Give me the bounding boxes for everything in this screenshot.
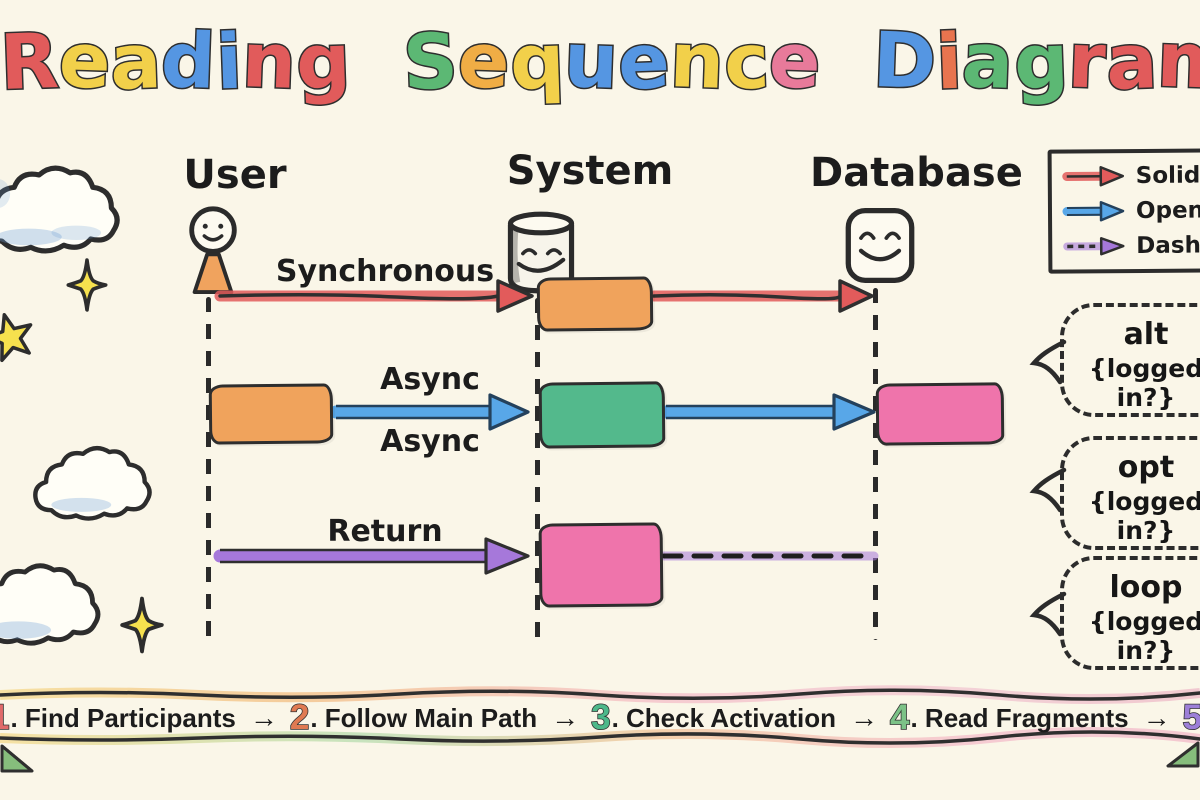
title-letter: m [1154, 13, 1200, 108]
open-arrow-icon [1062, 200, 1125, 222]
title-letter: u [561, 14, 621, 108]
return-arrow-user-to-system [213, 537, 530, 575]
step-text: . Find Participants [10, 702, 236, 733]
fragment-bubble-loop: loop {logged in?} [1060, 556, 1200, 670]
title-letter: g [1011, 15, 1071, 109]
speech-bubble-tail-icon [1029, 339, 1067, 385]
title-letter: g [293, 15, 353, 109]
dashed-arrow-icon [1063, 236, 1125, 256]
step-arrow-separator: → [1142, 702, 1171, 733]
activation-box-database [875, 382, 1005, 446]
step-text: . Follow Main Path [310, 702, 538, 733]
fragment-condition: {logged in?} [1088, 354, 1200, 412]
speech-bubble-tail-icon [1029, 591, 1067, 637]
title-letter: e [766, 14, 824, 108]
title-letter: D [870, 13, 939, 107]
activation-box-user [208, 383, 334, 445]
star-icon [0, 312, 33, 363]
reading-steps-banner: 1. Find Participants → 2. Follow Main Path… [0, 685, 1200, 749]
legend-label-solid: Solid = [1135, 162, 1200, 190]
banner-corner-right-icon [1166, 741, 1200, 768]
legend-label-open: Open = [1135, 197, 1200, 224]
participant-label-system: System [506, 148, 674, 194]
title-letter: q [507, 15, 567, 109]
title-letter: d [158, 14, 218, 108]
participant-label-user: User [183, 152, 287, 198]
activation-box-system-2 [538, 381, 666, 449]
sparkle-icon [66, 258, 108, 312]
sparkle-icon [120, 596, 164, 654]
cloud-icon [0, 165, 120, 254]
step-arrow-separator: → [249, 702, 278, 733]
step-text: . Check Activation [611, 702, 836, 733]
title-letter: i [933, 15, 965, 108]
step-number: 1 [0, 700, 10, 736]
legend-row-solid: Solid = [1062, 161, 1200, 192]
activation-box-system-1 [536, 276, 654, 332]
title-letter: a [959, 14, 1016, 108]
activation-box-system-3 [538, 522, 664, 608]
step-number: 4 [889, 700, 910, 736]
step-arrow-separator: → [850, 702, 878, 733]
legend-row-dashed: Dashed [1063, 230, 1200, 261]
fragment-keyword: loop [1109, 570, 1183, 605]
steps-line: 1. Find Participants → 2. Follow Main Path… [0, 700, 1200, 736]
banner-ribbon [0, 685, 1200, 749]
title-letter: a [1103, 15, 1160, 109]
async-arrow-user-to-system [329, 393, 530, 431]
step-number: 2 [289, 700, 310, 736]
banner-corner-left-icon [0, 744, 34, 773]
fragment-keyword: alt [1123, 317, 1169, 352]
title-letter: c [721, 15, 772, 109]
title-letter: e [615, 15, 673, 109]
step-number: 5 [1182, 700, 1200, 736]
legend-label-dashed: Dashed [1136, 231, 1200, 259]
title-letter [349, 15, 405, 106]
message-label-async-bottom: Async [380, 424, 480, 459]
step-arrow-separator: → [551, 702, 580, 733]
lifeline-user [206, 297, 211, 640]
fragment-condition: {logged in?} [1088, 487, 1200, 545]
title-letter: n [667, 14, 727, 108]
step-text: . Read Fragments [910, 702, 1129, 733]
async-arrow-system-to-database [659, 393, 876, 431]
title-letter: e [455, 14, 513, 108]
message-label-return: Return [327, 514, 443, 549]
fragment-bubble-opt: opt {logged in?} [1060, 436, 1200, 550]
title-letter: r [1065, 14, 1109, 107]
cloud-icon [0, 563, 101, 646]
legend-row-open: Open = [1062, 195, 1200, 226]
title-letter: S [400, 15, 461, 109]
message-label-async-top: Async [380, 362, 480, 397]
title-letter: i [213, 15, 245, 108]
step-number: 3 [590, 700, 611, 736]
cloud-icon [33, 445, 152, 521]
speech-bubble-tail-icon [1029, 467, 1067, 513]
legend-box: Solid = Open = Dashed [1047, 148, 1200, 274]
fragment-condition: {logged in?} [1088, 607, 1200, 665]
lifeline-database [873, 288, 878, 640]
fragment-keyword: opt [1117, 450, 1175, 485]
dashed-return-line-system-to-database [659, 551, 879, 561]
title-letter: R [0, 15, 62, 109]
participant-label-database: Database [810, 150, 1023, 196]
message-label-synchronous: Synchronous [275, 254, 495, 289]
title-letter [819, 16, 875, 107]
page-title: Reading Sequence Diagrams! [0, 13, 1200, 109]
title-letter: e [55, 14, 113, 108]
sync-arrow-system-to-database [648, 279, 874, 313]
database-icon [845, 207, 915, 283]
sync-arrow-user-to-system [214, 279, 534, 313]
title-letter: n [239, 14, 299, 108]
title-letter: a [107, 15, 164, 109]
fragment-bubble-alt: alt {logged in?} [1060, 303, 1200, 417]
solid-arrow-icon [1062, 166, 1125, 187]
lifeline-system [535, 298, 540, 640]
